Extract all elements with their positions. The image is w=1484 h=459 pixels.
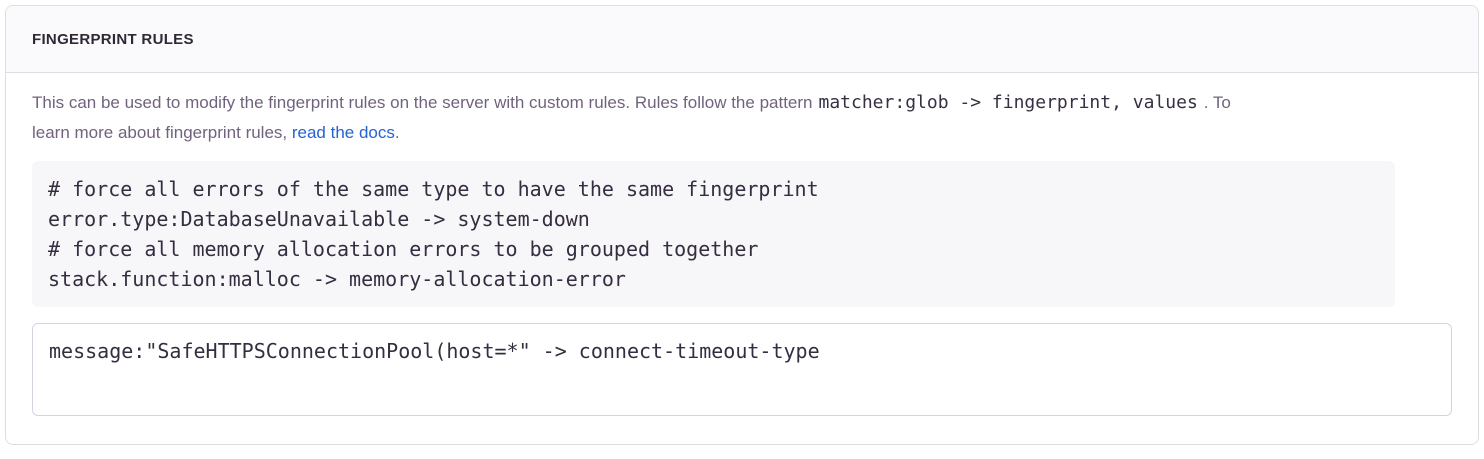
panel-header: FINGERPRINT RULES: [6, 6, 1478, 73]
description-text-before-code: This can be used to modify the fingerpri…: [32, 93, 813, 112]
fingerprint-rules-panel: FINGERPRINT RULES This can be used to mo…: [5, 5, 1479, 445]
example-rules-code-block: # force all errors of the same type to h…: [32, 161, 1395, 307]
description-line-1: This can be used to modify the fingerpri…: [32, 88, 1452, 118]
panel-title: FINGERPRINT RULES: [32, 30, 194, 48]
fingerprint-rules-input[interactable]: message:"SafeHTTPSConnectionPool(host=*"…: [32, 323, 1452, 416]
pattern-inline-code: matcher:glob -> fingerprint, values: [818, 92, 1198, 113]
description-period: .: [394, 123, 400, 142]
panel-body: This can be used to modify the fingerpri…: [6, 73, 1478, 444]
description-text-after-code: . To: [1203, 93, 1231, 112]
description-text-line2: learn more about fingerprint rules,: [32, 123, 292, 142]
field-description: This can be used to modify the fingerpri…: [32, 88, 1452, 148]
description-line-2: learn more about fingerprint rules, read…: [32, 118, 1452, 148]
read-the-docs-link[interactable]: read the docs: [291, 123, 395, 142]
